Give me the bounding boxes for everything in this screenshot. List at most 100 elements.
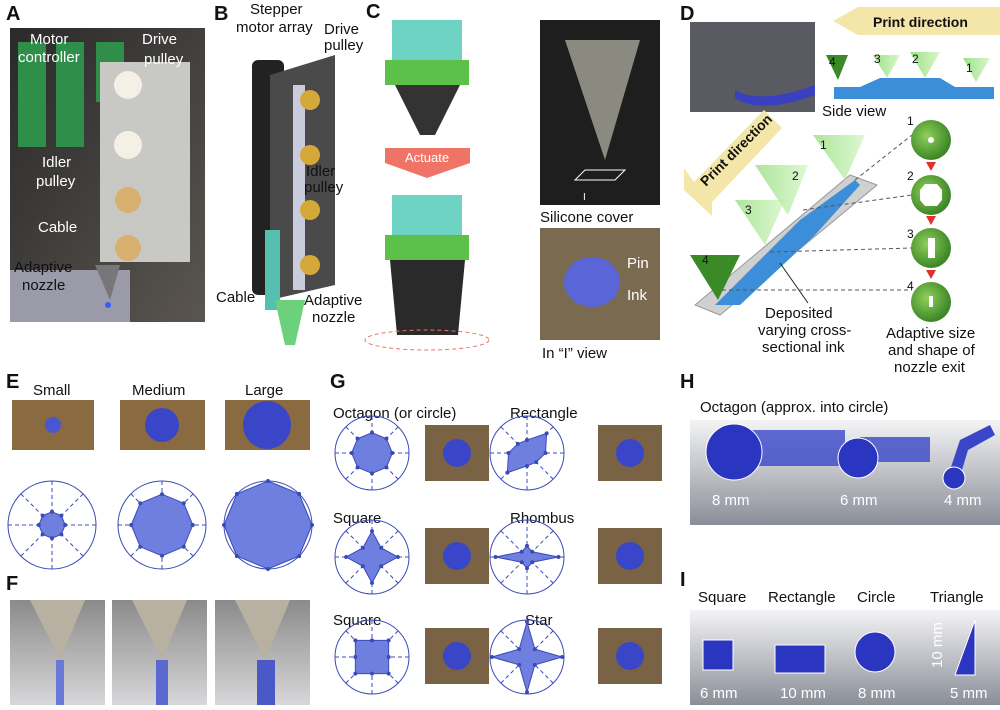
view-marker: I: [583, 192, 586, 203]
exit-number: 1: [907, 114, 914, 128]
pin-point: [530, 560, 535, 565]
pin-point: [384, 436, 389, 441]
actuate-label: Actuate: [405, 150, 449, 165]
nozzle-shape: [354, 639, 390, 675]
diagram-octagon: [334, 415, 410, 491]
dim-height: 10 mm: [929, 622, 946, 668]
size-label-small: Small: [33, 382, 71, 399]
nozzle-exit-icons: 1 2 3 4: [907, 114, 951, 322]
cone-number: 4: [829, 55, 836, 69]
adaptive-label: and shape of: [888, 342, 976, 359]
diagram-large: [222, 479, 314, 571]
panel-letter: A: [6, 3, 20, 25]
exit-number: 4: [907, 279, 914, 293]
label-cable: Cable: [216, 289, 255, 306]
deposited-label: sectional ink: [762, 339, 845, 356]
panel-i: I Square Rectangle Circle Triangle 6 mm …: [680, 569, 1000, 705]
pin-point: [370, 471, 374, 476]
iso-print-diagram: 4 3 2 1: [690, 135, 878, 316]
pin-point: [160, 553, 164, 558]
pin-point: [370, 638, 374, 643]
cone-number: 1: [966, 61, 973, 75]
adaptive-label: nozzle exit: [894, 359, 966, 376]
pin-point: [532, 647, 537, 652]
pin-point: [63, 523, 68, 527]
dim-4mm: 4 mm: [944, 492, 982, 509]
pin-point: [379, 545, 384, 550]
panel-letter: D: [680, 3, 694, 25]
cone-number: 4: [702, 253, 709, 267]
adaptive-label: Adaptive size: [886, 325, 975, 342]
pin-point: [234, 491, 239, 496]
panel-letter: B: [214, 3, 228, 25]
label-pulley: pulley: [144, 51, 184, 68]
panel-letter: H: [680, 371, 694, 393]
pin-point: [190, 523, 195, 527]
pin-point: [222, 523, 226, 527]
pin-point: [525, 543, 529, 548]
pin-point: [386, 655, 391, 659]
pin-point: [525, 463, 529, 468]
shape-label: Triangle: [930, 589, 984, 606]
diagram-small: [7, 480, 97, 570]
pin-point: [297, 554, 302, 559]
actuate-arrow: [385, 148, 470, 178]
label-motor-array: motor array: [236, 19, 313, 36]
dim-6mm: 6 mm: [840, 492, 878, 509]
label-pin: Pin: [627, 255, 649, 272]
diagram-rectangle: [489, 415, 565, 491]
label-silicone-cover: Silicone cover: [540, 209, 633, 226]
shape-label: Square: [333, 510, 381, 527]
shape-label: Octagon (or circle): [333, 405, 456, 422]
size-label-medium: Medium: [132, 382, 185, 399]
pin-point: [129, 523, 134, 527]
view-caption: In “I” view: [542, 345, 607, 362]
diagram-square: [334, 619, 410, 695]
dim-label: 6 mm: [700, 685, 738, 702]
label-adaptive: Adaptive: [304, 292, 362, 309]
pin-point: [525, 438, 529, 443]
shape-label: Square: [698, 589, 746, 606]
pin-point: [386, 638, 391, 643]
ink-blob: [443, 542, 471, 570]
nozzle-render-closed: [385, 20, 469, 135]
pin-point: [530, 549, 535, 554]
label-drive: Drive: [142, 31, 177, 48]
panel-letter: E: [6, 371, 19, 393]
panel-d: D Print direction 4 3 2 1 Side view Prin…: [680, 3, 1000, 376]
pin-point: [544, 431, 549, 436]
pin-point: [349, 451, 354, 455]
panel-e: E Small Medium Large: [6, 371, 314, 571]
label-pulley: pulley: [304, 179, 344, 196]
label-adaptive: Adaptive: [14, 259, 72, 276]
nozzle-shape: [495, 545, 559, 569]
pin-point: [353, 671, 358, 676]
panel-letter: G: [330, 371, 346, 393]
pin-point: [379, 564, 384, 569]
photo-f1: [10, 600, 105, 705]
label-cable: Cable: [38, 219, 77, 236]
pin-point: [515, 441, 520, 446]
diagram-square-diamond: [334, 519, 410, 595]
pin-point: [355, 465, 360, 470]
diagram-medium: [117, 480, 207, 570]
cone-number: 2: [792, 169, 799, 183]
shape-label: Rectangle: [510, 405, 578, 422]
pin-point: [543, 451, 548, 455]
panel-letter: I: [680, 569, 686, 591]
pin-point: [532, 662, 537, 667]
filament-photo: [690, 610, 1000, 705]
print-direction-arrow: [833, 7, 1000, 35]
pin-point: [59, 513, 64, 518]
label-nozzle: nozzle: [312, 309, 355, 326]
pin-point: [353, 638, 358, 643]
pin-point: [386, 671, 391, 676]
cone-number: 1: [820, 138, 827, 152]
label-idler: Idler: [42, 154, 71, 171]
pin-point: [517, 647, 522, 652]
pin-point: [160, 492, 164, 497]
dim-label: 10 mm: [780, 685, 826, 702]
pin-point: [40, 513, 45, 518]
pin-point: [138, 544, 143, 549]
